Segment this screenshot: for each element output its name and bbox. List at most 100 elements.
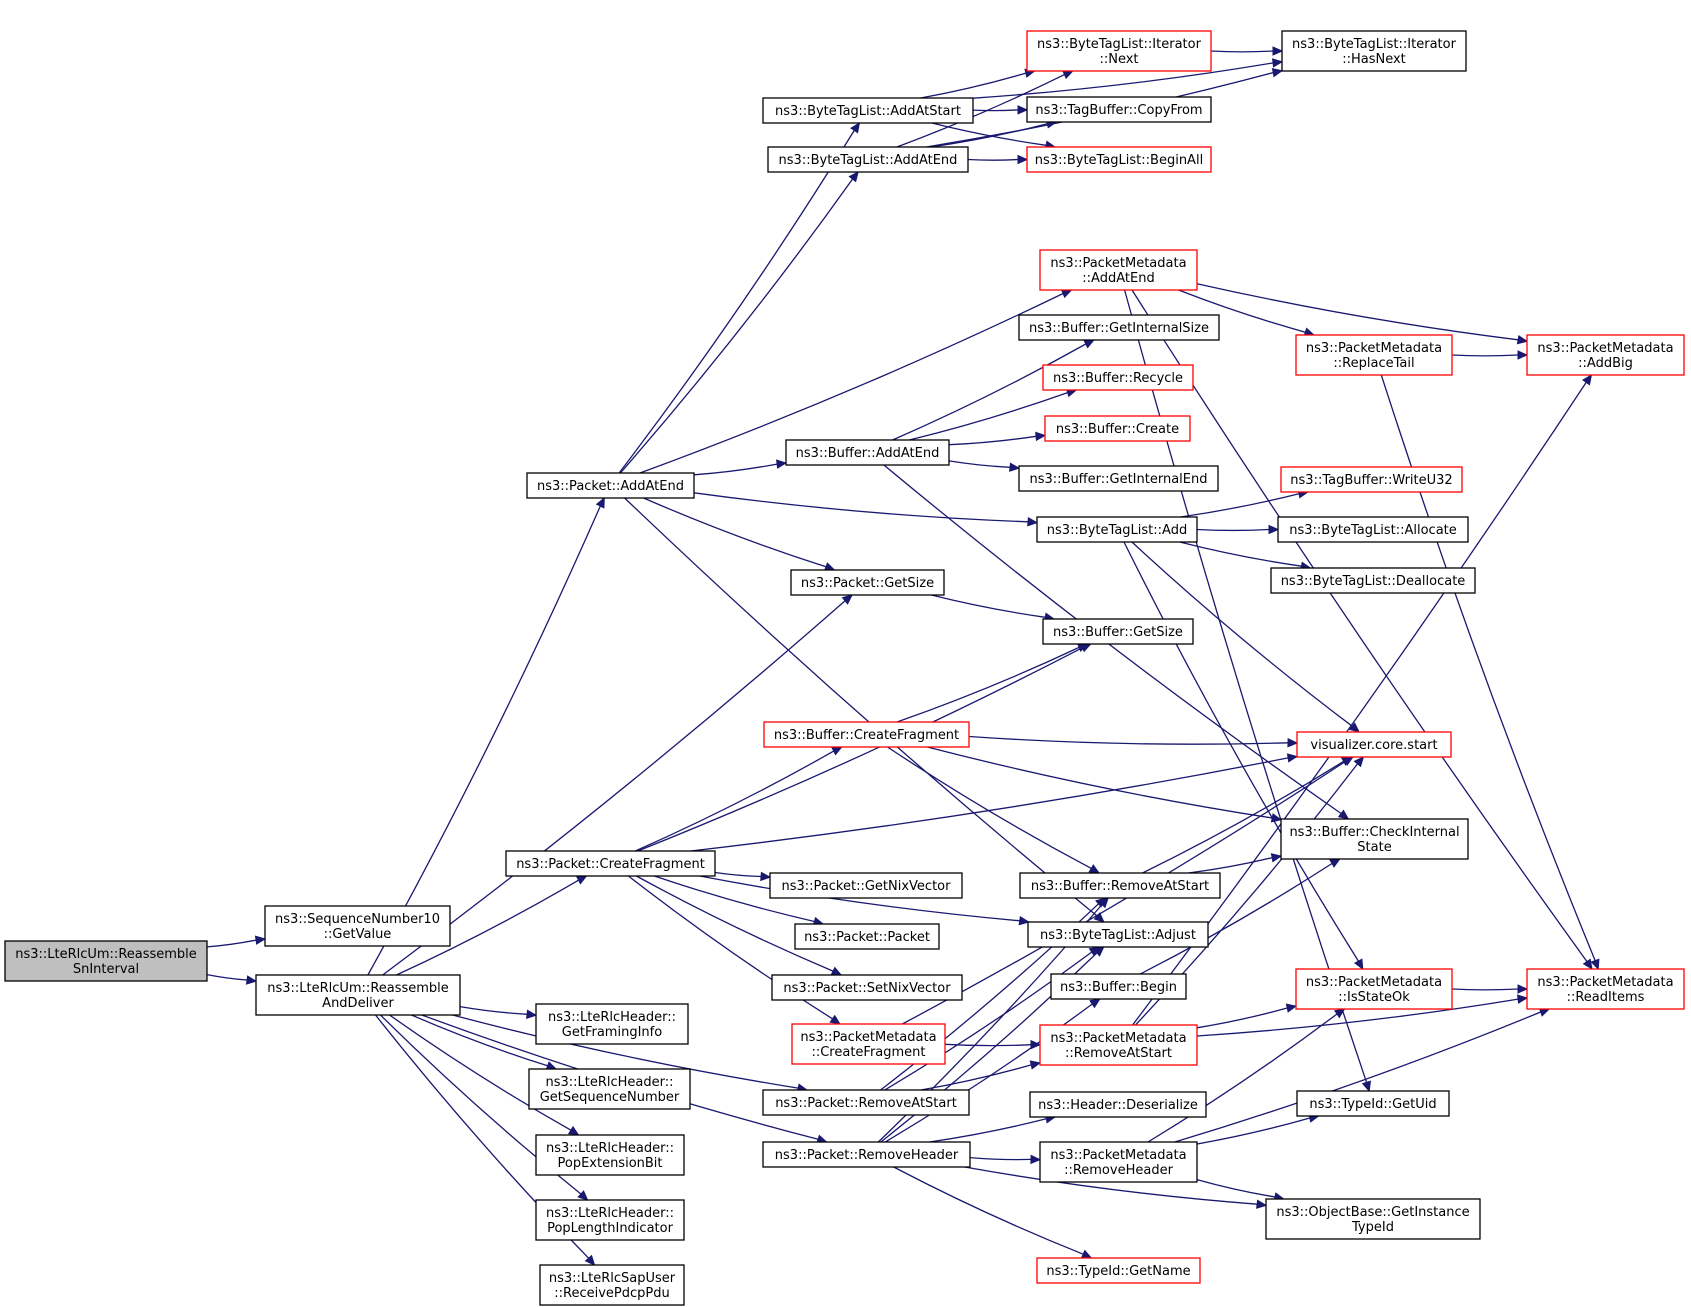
node-box-bufferRemoveAtStart[interactable] [1019, 872, 1221, 899]
node-packetGetNixVector[interactable]: ns3::Packet::GetNixVector [769, 872, 963, 899]
node-packetAddAtEnd[interactable]: ns3::Packet::AddAtEnd [526, 472, 695, 499]
node-box-bufferGetSize[interactable] [1042, 618, 1194, 645]
node-getSequenceNumber[interactable]: ns3::LteRlcHeader::GetSequenceNumber [528, 1068, 691, 1110]
node-box-pmRemoveHeader[interactable] [1039, 1141, 1198, 1183]
node-pmReadItems[interactable]: ns3::PacketMetadata::ReadItems [1526, 968, 1685, 1010]
node-getFramingInfo[interactable]: ns3::LteRlcHeader::GetFramingInfo [535, 1003, 689, 1045]
node-bufferBegin[interactable]: ns3::Buffer::Begin [1050, 973, 1187, 1000]
node-box-pmCreateFragment[interactable] [791, 1023, 946, 1065]
node-popExtensionBit[interactable]: ns3::LteRlcHeader::PopExtensionBit [535, 1134, 685, 1176]
node-box-bufferBegin[interactable] [1050, 973, 1187, 1000]
node-bytetagAdjust[interactable]: ns3::ByteTagList::Adjust [1027, 921, 1209, 948]
node-box-pmReplaceTail[interactable] [1295, 334, 1453, 376]
node-bufferRemoveAtStart[interactable]: ns3::Buffer::RemoveAtStart [1019, 872, 1221, 899]
node-box-receivePdcpPdu[interactable] [539, 1264, 685, 1306]
node-box-reassembleAndDeliver[interactable] [255, 974, 461, 1016]
node-pmReplaceTail[interactable]: ns3::PacketMetadata::ReplaceTail [1295, 334, 1453, 376]
node-bytetagAddAtEnd[interactable]: ns3::ByteTagList::AddAtEnd [767, 146, 969, 173]
node-bufferCreateFragment[interactable]: ns3::Buffer::CreateFragment [763, 721, 970, 748]
node-bytetagAddAtStart[interactable]: ns3::ByteTagList::AddAtStart [762, 97, 974, 124]
node-box-packetAddAtEnd[interactable] [526, 472, 695, 499]
node-box-bytetagAdjust[interactable] [1027, 921, 1209, 948]
node-box-bytetagAddAtEnd[interactable] [767, 146, 969, 173]
node-box-bufferAddAtEnd[interactable] [785, 439, 950, 466]
node-box-tagBufferWriteU32[interactable] [1280, 466, 1463, 493]
node-box-pmRemoveAtStart[interactable] [1039, 1024, 1198, 1066]
node-receivePdcpPdu[interactable]: ns3::LteRlcSapUser::ReceivePdcpPdu [539, 1264, 685, 1306]
node-iterHasNext[interactable]: ns3::ByteTagList::Iterator::HasNext [1281, 30, 1467, 72]
node-box-iterNext[interactable] [1026, 30, 1212, 72]
node-box-packetSetNixVector[interactable] [771, 974, 963, 1001]
node-box-packetCreateFragment[interactable] [505, 850, 716, 877]
node-bufferAddAtEnd[interactable]: ns3::Buffer::AddAtEnd [785, 439, 950, 466]
node-box-bytetagAdd[interactable] [1036, 516, 1198, 543]
node-box-bufferCheckInternalState[interactable] [1280, 818, 1469, 860]
node-tagBufferCopyFrom[interactable]: ns3::TagBuffer::CopyFrom [1026, 96, 1212, 123]
node-box-packetPacket[interactable] [794, 923, 940, 950]
node-bufferGetInternalEnd[interactable]: ns3::Buffer::GetInternalEnd [1018, 465, 1219, 492]
node-box-iterHasNext[interactable] [1281, 30, 1467, 72]
node-pmIsStateOk[interactable]: ns3::PacketMetadata::IsStateOk [1295, 968, 1453, 1010]
node-box-typeIdGetUid[interactable] [1296, 1090, 1450, 1117]
node-popLengthIndicator[interactable]: ns3::LteRlcHeader::PopLengthIndicator [535, 1199, 685, 1241]
node-box-bufferCreateFragment[interactable] [763, 721, 970, 748]
node-seqGetValue[interactable]: ns3::SequenceNumber10::GetValue [264, 905, 451, 947]
node-box-getSequenceNumber[interactable] [528, 1068, 691, 1110]
node-box-bufferGetInternalEnd[interactable] [1018, 465, 1219, 492]
node-box-bufferCreate[interactable] [1044, 415, 1191, 442]
node-pmRemoveAtStart[interactable]: ns3::PacketMetadata::RemoveAtStart [1039, 1024, 1198, 1066]
node-pmAddAtEnd[interactable]: ns3::PacketMetadata::AddAtEnd [1039, 249, 1198, 291]
node-pmAddBig[interactable]: ns3::PacketMetadata::AddBig [1526, 334, 1685, 376]
node-box-bytetagBeginAll[interactable] [1026, 146, 1212, 173]
node-box-packetRemoveHeader[interactable] [762, 1141, 971, 1168]
node-pmRemoveHeader[interactable]: ns3::PacketMetadata::RemoveHeader [1039, 1141, 1198, 1183]
node-box-pmAddBig[interactable] [1526, 334, 1685, 376]
node-box-bufferRecycle[interactable] [1042, 364, 1194, 391]
node-box-pmAddAtEnd[interactable] [1039, 249, 1198, 291]
node-typeIdGetName[interactable]: ns3::TypeId::GetName [1036, 1257, 1201, 1284]
node-box-packetGetSize[interactable] [790, 569, 945, 596]
node-packetRemoveAtStart[interactable]: ns3::Packet::RemoveAtStart [762, 1089, 970, 1116]
node-box-seqGetValue[interactable] [264, 905, 451, 947]
node-box-getFramingInfo[interactable] [535, 1003, 689, 1045]
node-packetRemoveHeader[interactable]: ns3::Packet::RemoveHeader [762, 1141, 971, 1168]
node-box-bytetagDeallocate[interactable] [1270, 567, 1476, 594]
node-box-bufferGetInternalSize[interactable] [1018, 314, 1220, 341]
node-pmCreateFragment[interactable]: ns3::PacketMetadata::CreateFragment [791, 1023, 946, 1065]
node-bytetagAllocate[interactable]: ns3::ByteTagList::Allocate [1277, 516, 1469, 543]
node-bufferGetSize[interactable]: ns3::Buffer::GetSize [1042, 618, 1194, 645]
node-box-headerDeserialize[interactable] [1029, 1091, 1207, 1118]
node-box-bytetagAddAtStart[interactable] [762, 97, 974, 124]
node-box-root[interactable] [4, 940, 208, 982]
node-box-tagBufferCopyFrom[interactable] [1026, 96, 1212, 123]
node-box-pmReadItems[interactable] [1526, 968, 1685, 1010]
node-tagBufferWriteU32[interactable]: ns3::TagBuffer::WriteU32 [1280, 466, 1463, 493]
node-bytetagBeginAll[interactable]: ns3::ByteTagList::BeginAll [1026, 146, 1212, 173]
node-headerDeserialize[interactable]: ns3::Header::Deserialize [1029, 1091, 1207, 1118]
node-typeIdGetUid[interactable]: ns3::TypeId::GetUid [1296, 1090, 1450, 1117]
node-bytetagAdd[interactable]: ns3::ByteTagList::Add [1036, 516, 1198, 543]
node-bufferCreate[interactable]: ns3::Buffer::Create [1044, 415, 1191, 442]
node-box-objectBaseGetInstanceTypeId[interactable] [1265, 1198, 1481, 1240]
node-bufferRecycle[interactable]: ns3::Buffer::Recycle [1042, 364, 1194, 391]
node-iterNext[interactable]: ns3::ByteTagList::Iterator::Next [1026, 30, 1212, 72]
node-visualizerCoreStart[interactable]: visualizer.core.start [1296, 731, 1452, 758]
node-bytetagDeallocate[interactable]: ns3::ByteTagList::Deallocate [1270, 567, 1476, 594]
node-packetCreateFragment[interactable]: ns3::Packet::CreateFragment [505, 850, 716, 877]
node-box-popExtensionBit[interactable] [535, 1134, 685, 1176]
node-packetSetNixVector[interactable]: ns3::Packet::SetNixVector [771, 974, 963, 1001]
node-box-bytetagAllocate[interactable] [1277, 516, 1469, 543]
node-box-packetRemoveAtStart[interactable] [762, 1089, 970, 1116]
node-box-typeIdGetName[interactable] [1036, 1257, 1201, 1284]
node-box-packetGetNixVector[interactable] [769, 872, 963, 899]
node-box-popLengthIndicator[interactable] [535, 1199, 685, 1241]
node-packetGetSize[interactable]: ns3::Packet::GetSize [790, 569, 945, 596]
node-packetPacket[interactable]: ns3::Packet::Packet [794, 923, 940, 950]
node-bufferGetInternalSize[interactable]: ns3::Buffer::GetInternalSize [1018, 314, 1220, 341]
node-box-pmIsStateOk[interactable] [1295, 968, 1453, 1010]
node-box-visualizerCoreStart[interactable] [1296, 731, 1452, 758]
